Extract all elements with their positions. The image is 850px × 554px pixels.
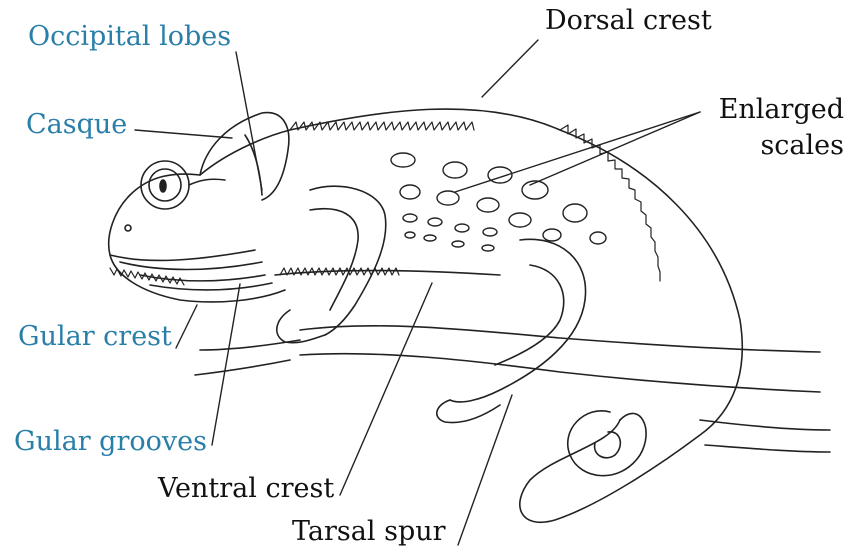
leader-enlarged-scales-b [530, 112, 700, 185]
eye-pupil [160, 180, 166, 192]
leader-occipital-lobes [236, 52, 262, 190]
hind-foot [437, 400, 500, 423]
nostril [125, 225, 131, 231]
gular-crest [110, 268, 184, 285]
leader-enlarged-scales-a [455, 112, 700, 192]
label-gular-grooves: Gular grooves [14, 427, 207, 457]
head-outline [109, 174, 285, 302]
leader-gular-crest [176, 305, 197, 348]
mouth-line [120, 262, 262, 270]
hind-leg [450, 239, 586, 402]
dorsal-crest-back [560, 125, 660, 281]
leader-gular-grooves [212, 284, 240, 445]
gular-groove-2 [150, 283, 272, 290]
label-enlarged-scales-line2: scales [700, 131, 844, 161]
twig-2 [195, 360, 290, 375]
branch-tail-end-2 [705, 445, 830, 452]
eye-lid [189, 179, 225, 185]
leader-tarsal-spur [458, 395, 512, 545]
label-ventral-crest: Ventral crest [158, 474, 334, 504]
front-leg-inner [310, 209, 358, 310]
enlarged-scales [391, 153, 606, 251]
front-foot [277, 310, 325, 343]
casque-outline [200, 113, 289, 200]
leader-dorsal-crest [482, 40, 538, 97]
label-dorsal-crest: Dorsal crest [545, 6, 712, 36]
hind-leg-inner [495, 265, 564, 365]
leader-casque [135, 130, 232, 138]
jaw-line [110, 250, 255, 260]
dorsal-crest-spikes [290, 122, 474, 130]
body-outline [200, 109, 742, 522]
label-occipital-lobes: Occipital lobes [28, 22, 231, 52]
label-gular-crest: Gular crest [18, 322, 172, 352]
label-casque: Casque [26, 110, 127, 140]
label-tarsal-spur: Tarsal spur [292, 517, 446, 547]
label-enlarged-scales-line1: Enlarged [700, 95, 844, 125]
tail-coil [568, 411, 646, 476]
branch-tail-end [700, 420, 830, 430]
leader-ventral-crest [340, 283, 432, 495]
